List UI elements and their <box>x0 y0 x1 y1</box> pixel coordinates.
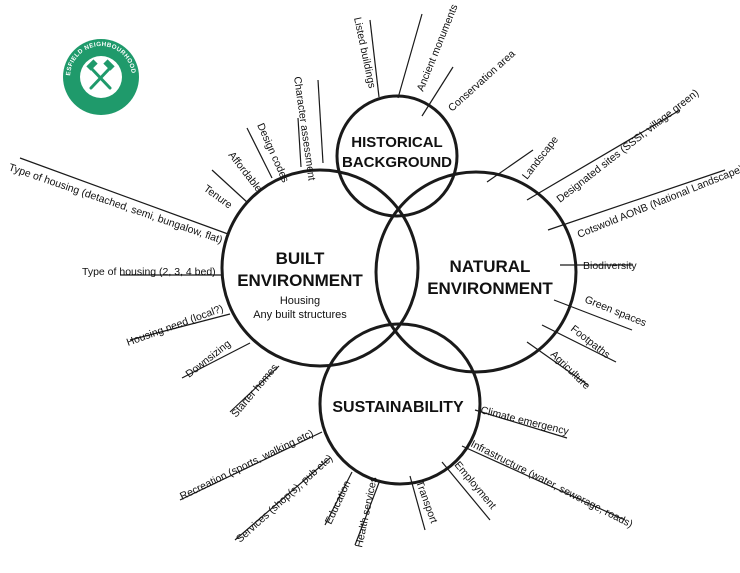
historical-title-line2: BACKGROUND <box>342 154 452 171</box>
label-starter-homes: Starter homes <box>229 362 281 420</box>
label-type-of-housing-beds: Type of housing (2, 3, 4 bed) <box>82 266 216 278</box>
sustainability-circle <box>318 322 482 486</box>
built-environment-circle <box>220 168 420 368</box>
logo-badge: STONESFIELD NEIGHBOURHOOD PLAN <box>0 0 139 115</box>
built-sub-line1: Housing <box>280 295 320 307</box>
built-sub-line2: Any built structures <box>253 309 347 321</box>
natural-title-line1: NATURAL <box>450 257 531 276</box>
historical-background-circle <box>335 94 459 218</box>
label-type-of-housing-detached: Type of housing (detached, semi, bungalo… <box>7 161 224 246</box>
label-education: Education <box>323 479 354 527</box>
label-downsizing: Downsizing <box>183 338 233 381</box>
label-climate-emergency: Climate emergency <box>479 404 570 438</box>
natural-environment-circle <box>374 170 578 374</box>
hammer-icon <box>86 59 115 90</box>
historical-title-line1: HISTORICAL <box>351 134 442 151</box>
label-infrastructure: Infrastructure (water, sewerage, roads) <box>469 438 635 531</box>
label-health-services: Health services <box>353 476 380 549</box>
built-title-line2: ENVIRONMENT <box>237 271 363 290</box>
label-landscape: Landscape <box>520 134 561 182</box>
label-tenure: Tenure <box>201 183 234 212</box>
natural-title-line2: ENVIRONMENT <box>427 279 553 298</box>
label-housing-need: Housing need (local?) <box>125 303 225 349</box>
connector-lines <box>19 13 726 546</box>
label-agriculture: Agriculture <box>548 349 593 393</box>
label-employment: Employment <box>452 459 499 511</box>
built-title-line1: BUILT <box>276 249 325 268</box>
sustainability-title: SUSTAINABILITY <box>332 399 464 416</box>
label-biodiversity: Biodiversity <box>583 260 637 272</box>
label-character-assessment: Character assessment <box>291 76 318 182</box>
label-conservation-area: Conservation area <box>446 48 518 114</box>
